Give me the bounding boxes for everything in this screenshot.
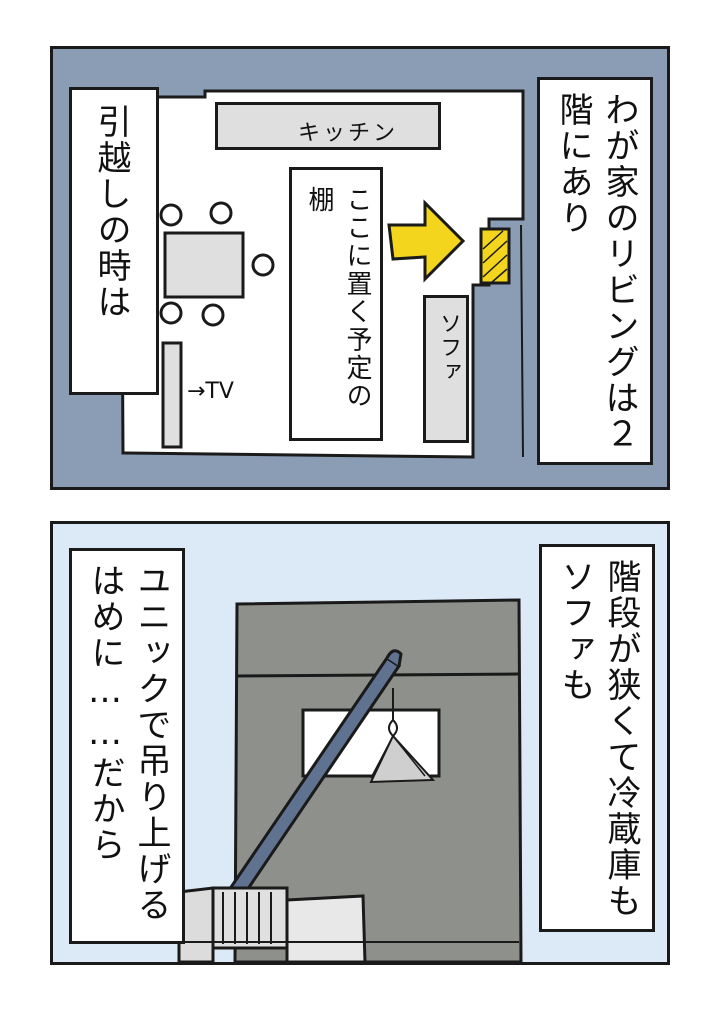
tv-label: →TV <box>187 379 234 404</box>
caption-box-right: わが家のリビングは２階にあり <box>537 77 653 465</box>
tv-stand <box>161 341 183 449</box>
caption-box-left: 引越しの時は <box>69 87 159 395</box>
planned-shelf: ここに置く予定の棚 <box>289 167 383 441</box>
chair <box>251 253 275 277</box>
chair <box>209 201 233 225</box>
caption-box-right: 階段が狭くて冷蔵庫もソファも <box>539 544 655 932</box>
kitchen-label: キッチン <box>298 121 399 146</box>
caption-left: 引越しの時は <box>91 104 131 320</box>
chair <box>201 303 225 327</box>
caption-right: 階段が狭くて冷蔵庫もソファも <box>555 559 641 919</box>
comic-panel-2: ユニックで吊り上げるはめに……だから 階段が狭くて冷蔵庫もソファも <box>50 521 670 965</box>
crane-base <box>211 886 289 950</box>
yellow-arrow <box>387 199 466 283</box>
caption-box-left: ユニックで吊り上げるはめに……だから <box>69 548 185 944</box>
lifted-sofa <box>369 734 436 784</box>
sofa: ソファ <box>423 295 469 443</box>
caption-left: ユニックで吊り上げるはめに……だから <box>85 563 171 923</box>
caption-right: わが家のリビングは２階にあり <box>553 92 639 452</box>
building-crane-drawing <box>177 598 523 962</box>
chair <box>159 203 183 227</box>
crane-boom-tip <box>385 649 403 667</box>
dining-table <box>163 231 245 299</box>
kitchen-counter: キッチン <box>215 102 441 150</box>
comic-panel-1: キッチン ここに置く予定の棚 ソファ →TV 引越しの時は わが家のリビングは２… <box>50 46 670 490</box>
truck-cab <box>285 894 367 962</box>
shelf-label: ここに置く予定の棚 <box>304 186 372 410</box>
chair <box>159 301 183 325</box>
sofa-label: ソファ <box>436 312 461 384</box>
